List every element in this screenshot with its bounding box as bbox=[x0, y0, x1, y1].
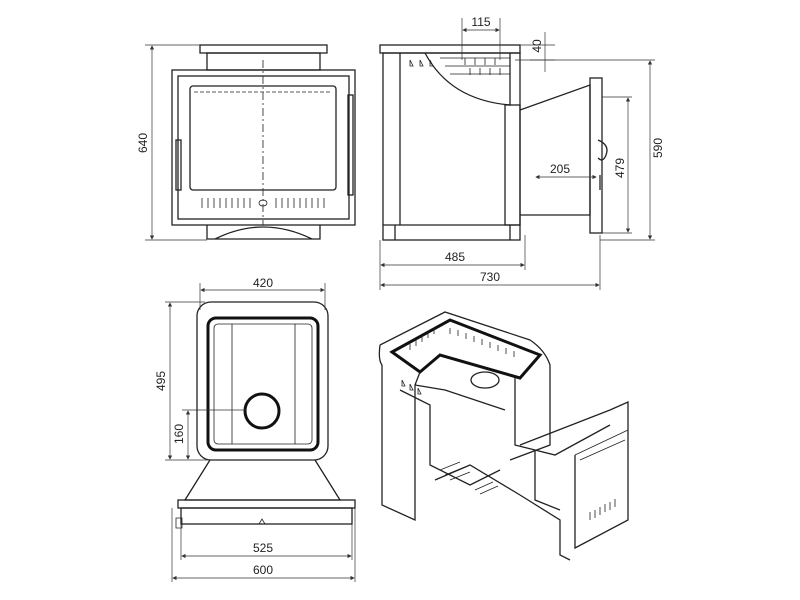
dim-160: 160 bbox=[172, 424, 186, 444]
dim-590: 590 bbox=[651, 138, 665, 158]
dim-525: 525 bbox=[253, 541, 273, 555]
top-view bbox=[175, 301, 356, 529]
dim-495: 495 bbox=[154, 371, 168, 391]
isometric-view bbox=[378, 311, 629, 561]
dim-479: 479 bbox=[613, 158, 627, 178]
dim-205: 205 bbox=[550, 162, 570, 176]
dim-115: 115 bbox=[471, 15, 490, 29]
dim-side: 115 40 590 479 205 485 730 bbox=[379, 15, 665, 290]
door-hinge bbox=[347, 94, 354, 196]
dim-40: 40 bbox=[530, 39, 544, 53]
dim-420: 420 bbox=[253, 276, 273, 290]
dim-600: 600 bbox=[253, 563, 273, 577]
door-handle bbox=[175, 139, 182, 191]
dim-485: 485 bbox=[445, 250, 465, 264]
dim-front-height: 640 bbox=[136, 44, 207, 241]
front-view bbox=[171, 44, 356, 240]
dim-730: 730 bbox=[480, 270, 500, 284]
side-view bbox=[379, 44, 608, 241]
dim-640: 640 bbox=[136, 133, 150, 153]
dim-top: 420 495 160 525 600 bbox=[154, 276, 356, 582]
front-vent-slots bbox=[201, 198, 325, 208]
